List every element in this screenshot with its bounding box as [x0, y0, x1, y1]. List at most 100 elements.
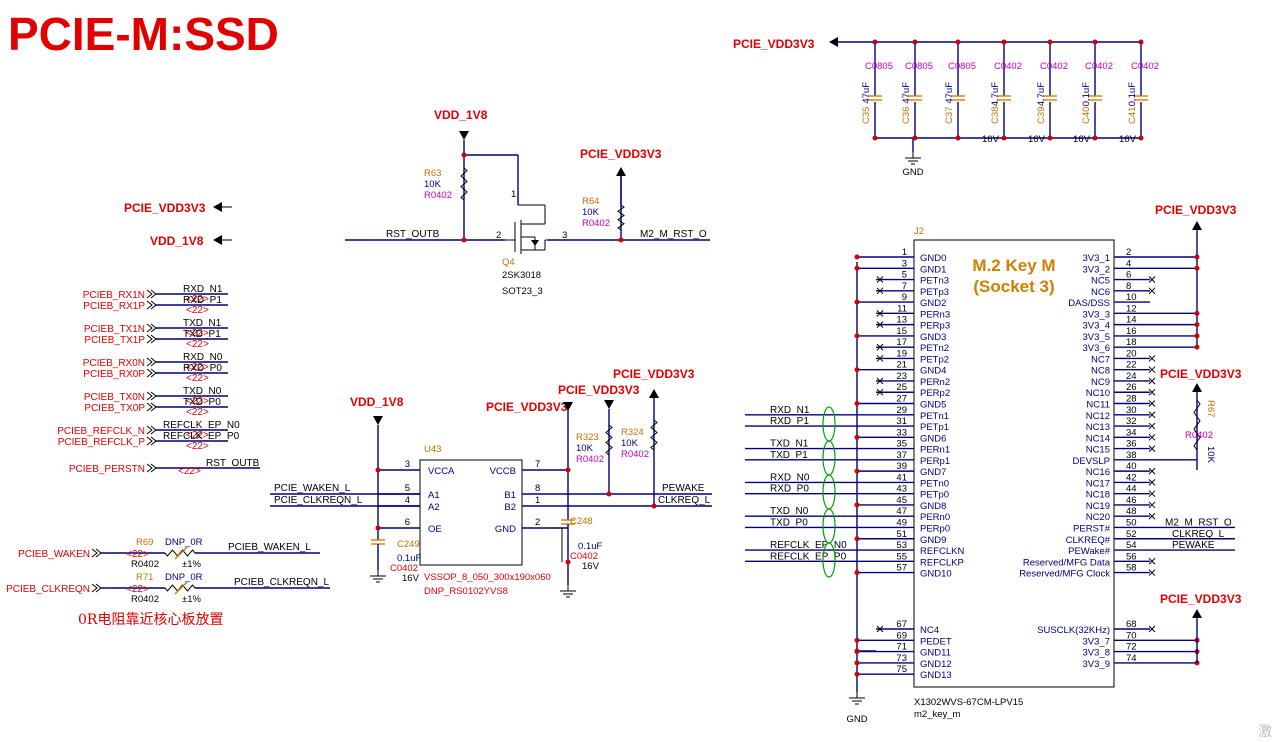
c248-value: 0.1uF [578, 541, 602, 552]
junction-dot [1092, 135, 1098, 141]
net-txd_n0: TXD_N0 [183, 386, 222, 397]
port-pcieb_rx1p: PCIEB_RX1P [83, 301, 145, 312]
j2-pin-name: NC12 [1086, 411, 1110, 422]
j2-refdes: J2 [914, 226, 924, 237]
cap-package: C0805 [948, 61, 976, 72]
no-connect-icon [876, 355, 884, 362]
junction-dot [955, 39, 961, 45]
j2-pin-name: NC19 [1086, 501, 1110, 512]
j2-pin: 19 [896, 348, 907, 359]
j2-pin-name: 3V3_1 [1083, 253, 1110, 264]
j2-part: X1302WVS-67CM-LPV15 [914, 697, 1023, 708]
j2-pin-name: 3V3_7 [1083, 636, 1110, 647]
power-label-vdd3v3: PCIE_VDD3V3 [580, 147, 662, 161]
junction-dot [1194, 322, 1200, 328]
j2-pin: 56 [1126, 551, 1137, 562]
j2-pin: 25 [896, 382, 907, 393]
j2-pin-name: Reserved/MFG Data [1023, 557, 1111, 568]
junction-dot [854, 299, 860, 305]
u43-body [419, 459, 523, 566]
q4-refdes: Q4 [502, 257, 515, 268]
u43-pin: 1 [535, 495, 540, 506]
junction-dot [854, 502, 860, 508]
resistor-icon [650, 419, 658, 451]
cap-value: 4.7uF [1036, 82, 1047, 106]
no-connect-icon [876, 287, 884, 295]
j2-pin-name: DEVSLP [1073, 456, 1111, 467]
j2-subtitle: (Socket 3) [973, 277, 1054, 296]
power-label-vdd3v3: PCIE_VDD3V3 [1160, 367, 1242, 381]
net-series-r: PCIEB_CLKREQN_L [234, 577, 329, 588]
j2-pin: 22 [1126, 360, 1137, 371]
junction-dot [375, 525, 381, 531]
junction-dot [854, 333, 860, 339]
j2-pin-name: CLKREQ# [1066, 535, 1111, 546]
page-title: PCIE-M:SSD [8, 8, 279, 60]
sheet-ref: <22> [186, 441, 209, 452]
j2-pin: 52 [1126, 529, 1137, 540]
j2-pin: 46 [1126, 495, 1137, 506]
no-connect-icon [1148, 355, 1156, 362]
j2-pin-name: NC7 [1091, 354, 1110, 365]
j2-pin-name: NC4 [920, 625, 939, 636]
ground-icon [905, 152, 921, 165]
u43-pin: 3 [405, 459, 410, 470]
power-label-vdd1v8: VDD_1V8 [350, 395, 404, 409]
j2-footprint: m2_key_m [914, 709, 961, 720]
no-connect-icon [1148, 411, 1156, 419]
net-pewake: PEWAKE [662, 483, 705, 494]
power-label-vdd3v3: PCIE_VDD3V3 [733, 37, 815, 51]
power-label-vdd3v3: PCIE_VDD3V3 [558, 383, 640, 397]
junction-dot [1194, 310, 1200, 316]
net-j2-txd_p0: TXD_P0 [770, 517, 808, 528]
r67-value: 10K [1205, 446, 1216, 464]
j2-pin-name: PEWake# [1068, 546, 1111, 557]
j2-pin-name: PETn2 [920, 343, 949, 354]
j2-pin-name: 3V3_9 [1083, 659, 1110, 670]
c249-voltage: 16V [402, 573, 420, 584]
j2-pin-name: REFCLKN [920, 546, 964, 557]
no-connect-icon [1148, 569, 1156, 576]
j2-pin-name: NC20 [1086, 512, 1110, 523]
cap-refdes: C35 [861, 107, 872, 124]
junction-dot [1001, 39, 1007, 45]
u43-pin-name: B2 [504, 502, 516, 513]
port-arrow-icon [146, 368, 157, 378]
no-connect-icon [1148, 479, 1156, 486]
j2-pin-name: NC18 [1086, 490, 1110, 501]
j2-pin: 10 [1126, 292, 1137, 303]
u43-pin: 4 [405, 495, 410, 506]
power-arrow-icon [1192, 609, 1202, 618]
j2-pin: 26 [1126, 382, 1137, 393]
ground-icon [560, 585, 576, 598]
net-rst-outb: RST_OUTB [206, 458, 260, 469]
j2-pin-name: PERn3 [920, 309, 950, 320]
junction-dot [1194, 333, 1200, 339]
diff-pair-marker [822, 406, 836, 442]
sheet-ref: <22> [126, 584, 149, 595]
r67-refdes: R67 [1205, 400, 1216, 417]
j2-pin-name: GND10 [920, 569, 952, 580]
cap-package: C0402 [1085, 61, 1113, 72]
j2-pin-name: NC16 [1086, 467, 1110, 478]
net-rst-outb: RST_OUTB [386, 229, 440, 240]
net-j2-txd_n0: TXD_N0 [770, 506, 809, 517]
j2-pin-name: 3V3_5 [1083, 332, 1110, 343]
j2-pin-name: PERn1 [920, 445, 950, 456]
port-pcieb_rx1n: PCIEB_RX1N [83, 290, 145, 301]
j2-pin: 41 [896, 472, 907, 483]
ground-label: GND [846, 714, 867, 725]
net-txd_n1: TXD_N1 [183, 318, 222, 329]
resistor-icon [605, 424, 613, 456]
j2-pin-name: PETn3 [920, 276, 949, 287]
junction-dot [1194, 344, 1200, 350]
j2-pin: 44 [1126, 484, 1137, 495]
j2-pin-name: PERST# [1073, 523, 1111, 534]
no-connect-icon [1148, 625, 1156, 633]
j2-pin: 8 [1126, 281, 1131, 292]
capacitor-icon [1088, 95, 1102, 101]
cap-package: C0805 [905, 61, 933, 72]
j2-pin: 40 [1126, 461, 1137, 472]
j2-pin: 14 [1126, 315, 1137, 326]
net-clkreq: PCIE_CLKREQN_L [274, 495, 363, 506]
